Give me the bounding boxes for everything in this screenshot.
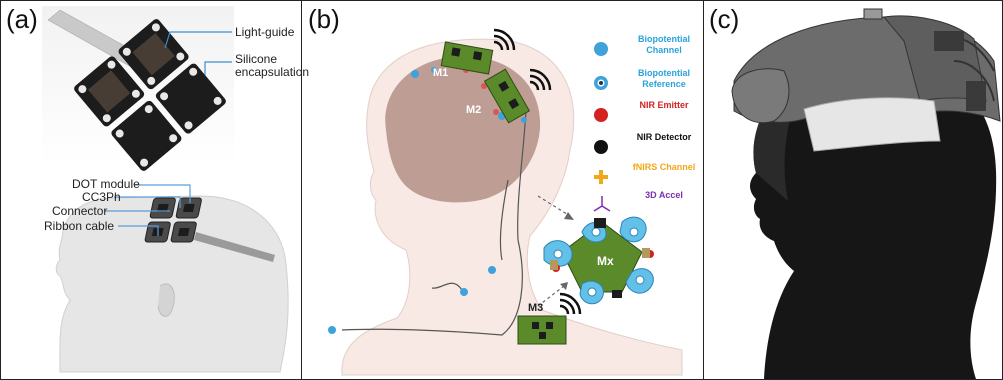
legend-label: Biopotential Channel: [624, 34, 704, 56]
black-dot-icon: [592, 138, 610, 156]
blue-dot-icon: [592, 40, 610, 58]
legend-label: Biopotential Reference: [624, 68, 704, 90]
orange-cross-icon: [592, 168, 610, 186]
red-dot-icon: [592, 106, 610, 124]
callout-cc3ph: CC3Ph: [82, 191, 121, 204]
module-label-m3: M3: [528, 302, 543, 314]
callout-ribbon-cable: Ribbon cable: [44, 220, 114, 233]
legend-label: fNIRS Channel: [624, 162, 704, 173]
callout-silicone-encapsulation: Silicone encapsulation: [235, 53, 297, 79]
legend-label: NIR Detector: [624, 132, 704, 143]
legend-item-3d-accel: 3D Accel: [590, 190, 720, 230]
blue-ring-dot-icon: [592, 74, 610, 92]
callout-connector: Connector: [52, 205, 107, 218]
legend-label: NIR Emitter: [624, 100, 704, 111]
legend-label: 3D Accel: [624, 190, 704, 201]
callout-light-guide: Light-guide: [235, 26, 294, 39]
module-label-mx: Mx: [597, 254, 614, 268]
module-label-m1: M1: [433, 67, 448, 79]
purple-axes-icon: [592, 194, 612, 214]
mannequin-with-headset: [704, 1, 1002, 379]
module-label-m2: M2: [466, 104, 481, 116]
